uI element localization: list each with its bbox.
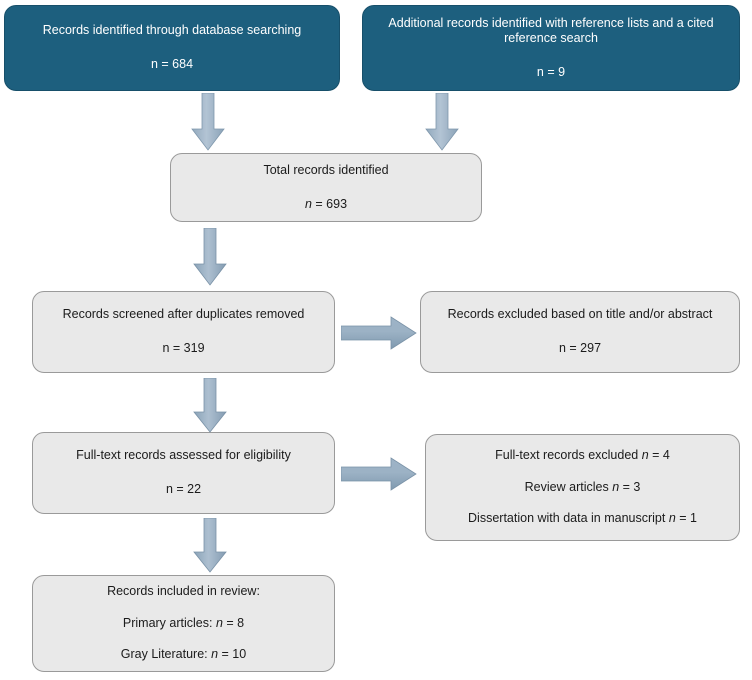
node-line-title: Records excluded based on title and/or a… bbox=[447, 307, 713, 322]
label-text: Full-text records excluded bbox=[495, 448, 642, 463]
node-line-title: Records screened after duplicates remove… bbox=[62, 307, 305, 322]
node-line-count: n = 684 bbox=[150, 57, 194, 71]
node-line-title: Records identified through database sear… bbox=[42, 23, 302, 38]
node-line-title: Full-text records assessed for eligibili… bbox=[76, 448, 291, 463]
node-line-count: n = 9 bbox=[536, 64, 566, 79]
node-line-primary-articles: Primary articles: n = 8 bbox=[109, 616, 258, 632]
label-text: Review articles bbox=[524, 479, 613, 494]
node-fulltext-excluded: Full-text records excluded n = 4 Review … bbox=[425, 434, 740, 541]
node-line-title: Total records identified bbox=[263, 162, 389, 177]
node-additional-records-identified: Additional records identified with refer… bbox=[362, 5, 740, 91]
italic-n: n bbox=[304, 196, 312, 211]
italic-n: n bbox=[612, 479, 620, 494]
arrow-down-icon-total-to-screened bbox=[192, 228, 228, 286]
node-line-count: n = 693 bbox=[291, 197, 361, 213]
arrow-down-icon-screened-to-fulltext bbox=[192, 378, 228, 433]
label-text: Gray Literature: bbox=[120, 647, 212, 662]
node-records-identified-database: Records identified through database sear… bbox=[4, 5, 340, 91]
node-line-title: Additional records identified with refer… bbox=[388, 15, 714, 46]
count-value: = 4 bbox=[648, 448, 670, 463]
arrow-right-icon-screened-to-excluded bbox=[341, 316, 417, 350]
node-line-count: n = 22 bbox=[165, 482, 202, 496]
node-line-excluded-total: Full-text records excluded n = 4 bbox=[481, 448, 684, 464]
label-text: Primary articles: bbox=[122, 615, 216, 630]
arrow-right-icon-fulltext-to-excluded bbox=[341, 457, 417, 491]
node-records-excluded-title-abstract: Records excluded based on title and/or a… bbox=[420, 291, 740, 373]
node-line-gray-literature: Gray Literature: n = 10 bbox=[107, 647, 260, 663]
node-records-included: Records included in review: Primary arti… bbox=[32, 575, 335, 672]
arrow-down-icon-additional-to-total bbox=[424, 93, 460, 151]
italic-n: n bbox=[211, 647, 219, 662]
node-records-screened: Records screened after duplicates remove… bbox=[32, 291, 335, 373]
count-value: = 693 bbox=[311, 196, 348, 211]
italic-n: n bbox=[215, 615, 223, 630]
count-value: = 3 bbox=[619, 479, 641, 494]
node-line-review-articles: Review articles n = 3 bbox=[511, 480, 655, 496]
italic-n: n bbox=[641, 448, 649, 463]
arrow-down-icon-fulltext-to-included bbox=[192, 518, 228, 573]
count-value: = 1 bbox=[675, 511, 697, 526]
node-line-count: n = 297 bbox=[558, 341, 602, 355]
node-total-records-identified: Total records identified n = 693 bbox=[170, 153, 482, 222]
node-line-count: n = 319 bbox=[162, 341, 205, 355]
node-line-title: Records included in review: bbox=[107, 584, 260, 599]
count-value: = 8 bbox=[222, 615, 245, 630]
count-value: = 10 bbox=[218, 647, 247, 662]
label-text: Dissertation with data in manuscript bbox=[468, 511, 669, 526]
arrow-down-icon-db-to-total bbox=[190, 93, 226, 151]
node-line-dissertation: Dissertation with data in manuscript n =… bbox=[454, 511, 711, 527]
node-fulltext-assessed: Full-text records assessed for eligibili… bbox=[32, 432, 335, 514]
italic-n: n bbox=[668, 511, 676, 526]
